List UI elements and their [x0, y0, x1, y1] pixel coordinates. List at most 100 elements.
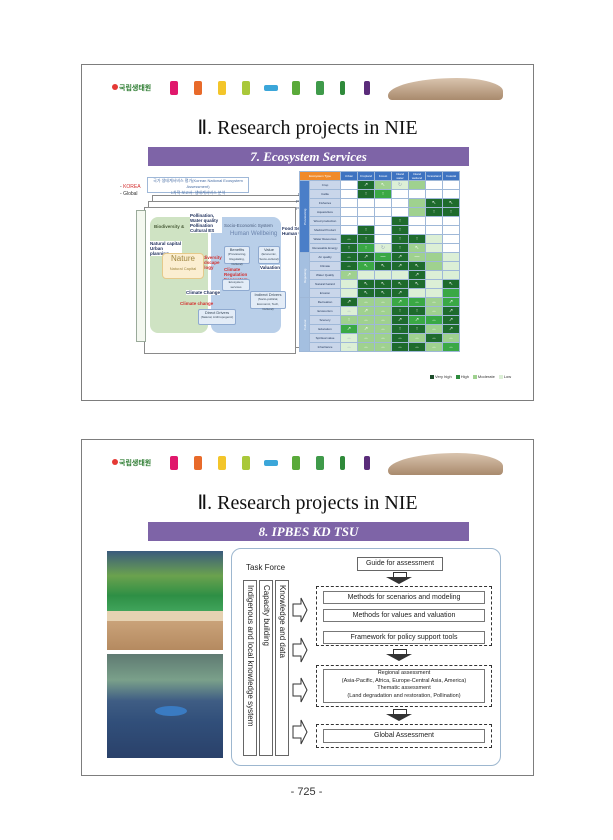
group-label: Regulating — [299, 252, 310, 298]
table-row: Education↗↗↔↑↑↔↗ — [300, 324, 460, 334]
trend-cell: ↗ — [391, 252, 409, 262]
legend-swatch — [498, 374, 503, 379]
trend-cell — [408, 180, 426, 190]
trend-cell — [340, 207, 358, 217]
global-assessment-box: Global Assessment — [323, 729, 485, 743]
penguin-icon — [364, 456, 370, 470]
trend-cell — [374, 225, 392, 235]
right-arrow-icon — [292, 597, 308, 623]
trend-cell — [442, 243, 460, 253]
row-label: Water Resources — [309, 234, 341, 244]
indirect-drivers-box: Indirect Drivers(Socio-political, Econom… — [250, 291, 286, 311]
trend-cell — [340, 225, 358, 235]
trend-cell: ↗ — [391, 315, 409, 325]
trend-cell: ↑ — [391, 324, 409, 334]
heron-icon — [340, 81, 345, 95]
slide-ipbes-kd-tsu: 국립생태원 Ⅱ. Research projects in NIE 8. IPB… — [81, 439, 534, 776]
trend-cell: ↗ — [340, 324, 358, 334]
trend-cell: ↑ — [425, 207, 443, 217]
trend-cell: ↖ — [408, 279, 426, 289]
trend-cell — [425, 279, 443, 289]
row-label: Erosion — [309, 288, 341, 298]
capacity-building-column: Capacity building — [259, 580, 273, 756]
column-header: Inland water — [391, 171, 409, 181]
ipbes-plenary-hall-photo — [107, 654, 223, 758]
trend-cell: ↔ — [340, 252, 358, 262]
label-natural-capital: Natural capital Urban planning — [150, 241, 182, 256]
trend-cell: ↔ — [391, 342, 409, 352]
trend-cell: ↔ — [357, 342, 375, 352]
trend-cell — [442, 189, 460, 199]
ecosystem-assessment-diagram: 국가 생태계서비스 평가(Korean National Ecosystem A… — [132, 177, 317, 354]
row-label: Inheritance — [309, 342, 341, 352]
tsu-structure-diagram: Task Force Indigenous and local knowledg… — [231, 548, 501, 766]
table-row: Fisheries↖↖ — [300, 198, 460, 208]
policy-tools-box: Framework for policy support tools — [323, 631, 485, 644]
trend-cell: ↑ — [374, 189, 392, 199]
trend-cell: ↗ — [391, 261, 409, 271]
trend-cell — [425, 225, 443, 235]
fish-icon — [264, 460, 278, 466]
trend-cell: ↗ — [442, 324, 460, 334]
trend-cell — [408, 288, 426, 298]
trend-cell — [442, 288, 460, 298]
heron-icon — [340, 456, 345, 470]
trend-cell: ↖ — [442, 198, 460, 208]
label-valuation: Valuation — [260, 265, 281, 270]
header-banner: 국립생태원 — [112, 452, 503, 480]
row-label: Crop — [309, 180, 341, 190]
column-header: Cropland — [357, 171, 375, 181]
trend-cell — [442, 270, 460, 280]
trend-cell: ↔ — [425, 306, 443, 316]
trend-cell: ↻ — [374, 243, 392, 253]
trend-cell: ↖ — [374, 288, 392, 298]
header-ecosystem-type: Ecosystem Type — [299, 171, 341, 181]
trend-cell — [357, 207, 375, 217]
nie-logo: 국립생태원 — [112, 83, 151, 93]
trend-cell: ↔ — [442, 333, 460, 343]
table-row: Spiritual value↔↔↔↔↔↔↔ — [300, 333, 460, 343]
trend-cell — [374, 216, 392, 226]
trend-cell: ↔ — [340, 234, 358, 244]
giraffe-icon — [218, 456, 226, 470]
trend-cell: ↑ — [391, 243, 409, 253]
right-arrow-icon — [292, 719, 308, 745]
trend-cell: ↖ — [408, 243, 426, 253]
row-label: Medical Product — [309, 225, 341, 235]
methods-scenarios-box: Methods for scenarios and modeling — [323, 591, 485, 604]
ipbes-panel-photo — [107, 551, 223, 650]
group-label: Cultural — [299, 297, 310, 352]
ecorium-building-illustration — [388, 453, 503, 475]
trend-cell: ↑ — [408, 234, 426, 244]
trend-cell — [425, 252, 443, 262]
penguin-icon — [364, 81, 370, 95]
table-row: Water Resources↔↑↑↑ — [300, 234, 460, 244]
cactus-icon — [316, 456, 324, 470]
trend-cell — [391, 270, 409, 280]
slide-ecosystem-services: 국립생태원 Ⅱ. Research projects in NIE 7. Eco… — [81, 64, 534, 401]
trend-cell — [425, 261, 443, 271]
table-row: Renewable Energy↑↑↻↑↖ — [300, 243, 460, 253]
trend-cell — [340, 288, 358, 298]
right-arrow-icon — [292, 637, 308, 663]
row-label: Renewable Energy — [309, 243, 341, 253]
trend-cell: ↻ — [391, 180, 409, 190]
trend-cell: ↔ — [442, 342, 460, 352]
frog-icon — [292, 81, 300, 95]
trend-cell — [408, 207, 426, 217]
trend-cell — [425, 234, 443, 244]
trend-cell: ↑ — [391, 216, 409, 226]
trend-cell: ↖ — [357, 279, 375, 289]
column-header: Forest — [374, 171, 392, 181]
table-row: Inheritance↔↔↔↔↔↔↔ — [300, 342, 460, 352]
page-number: - 725 - — [290, 786, 323, 798]
trend-cell — [357, 216, 375, 226]
trend-cell: ↔ — [374, 333, 392, 343]
legend-label: High — [460, 374, 469, 379]
trend-cell — [340, 189, 358, 199]
trend-cell: ↑ — [391, 234, 409, 244]
